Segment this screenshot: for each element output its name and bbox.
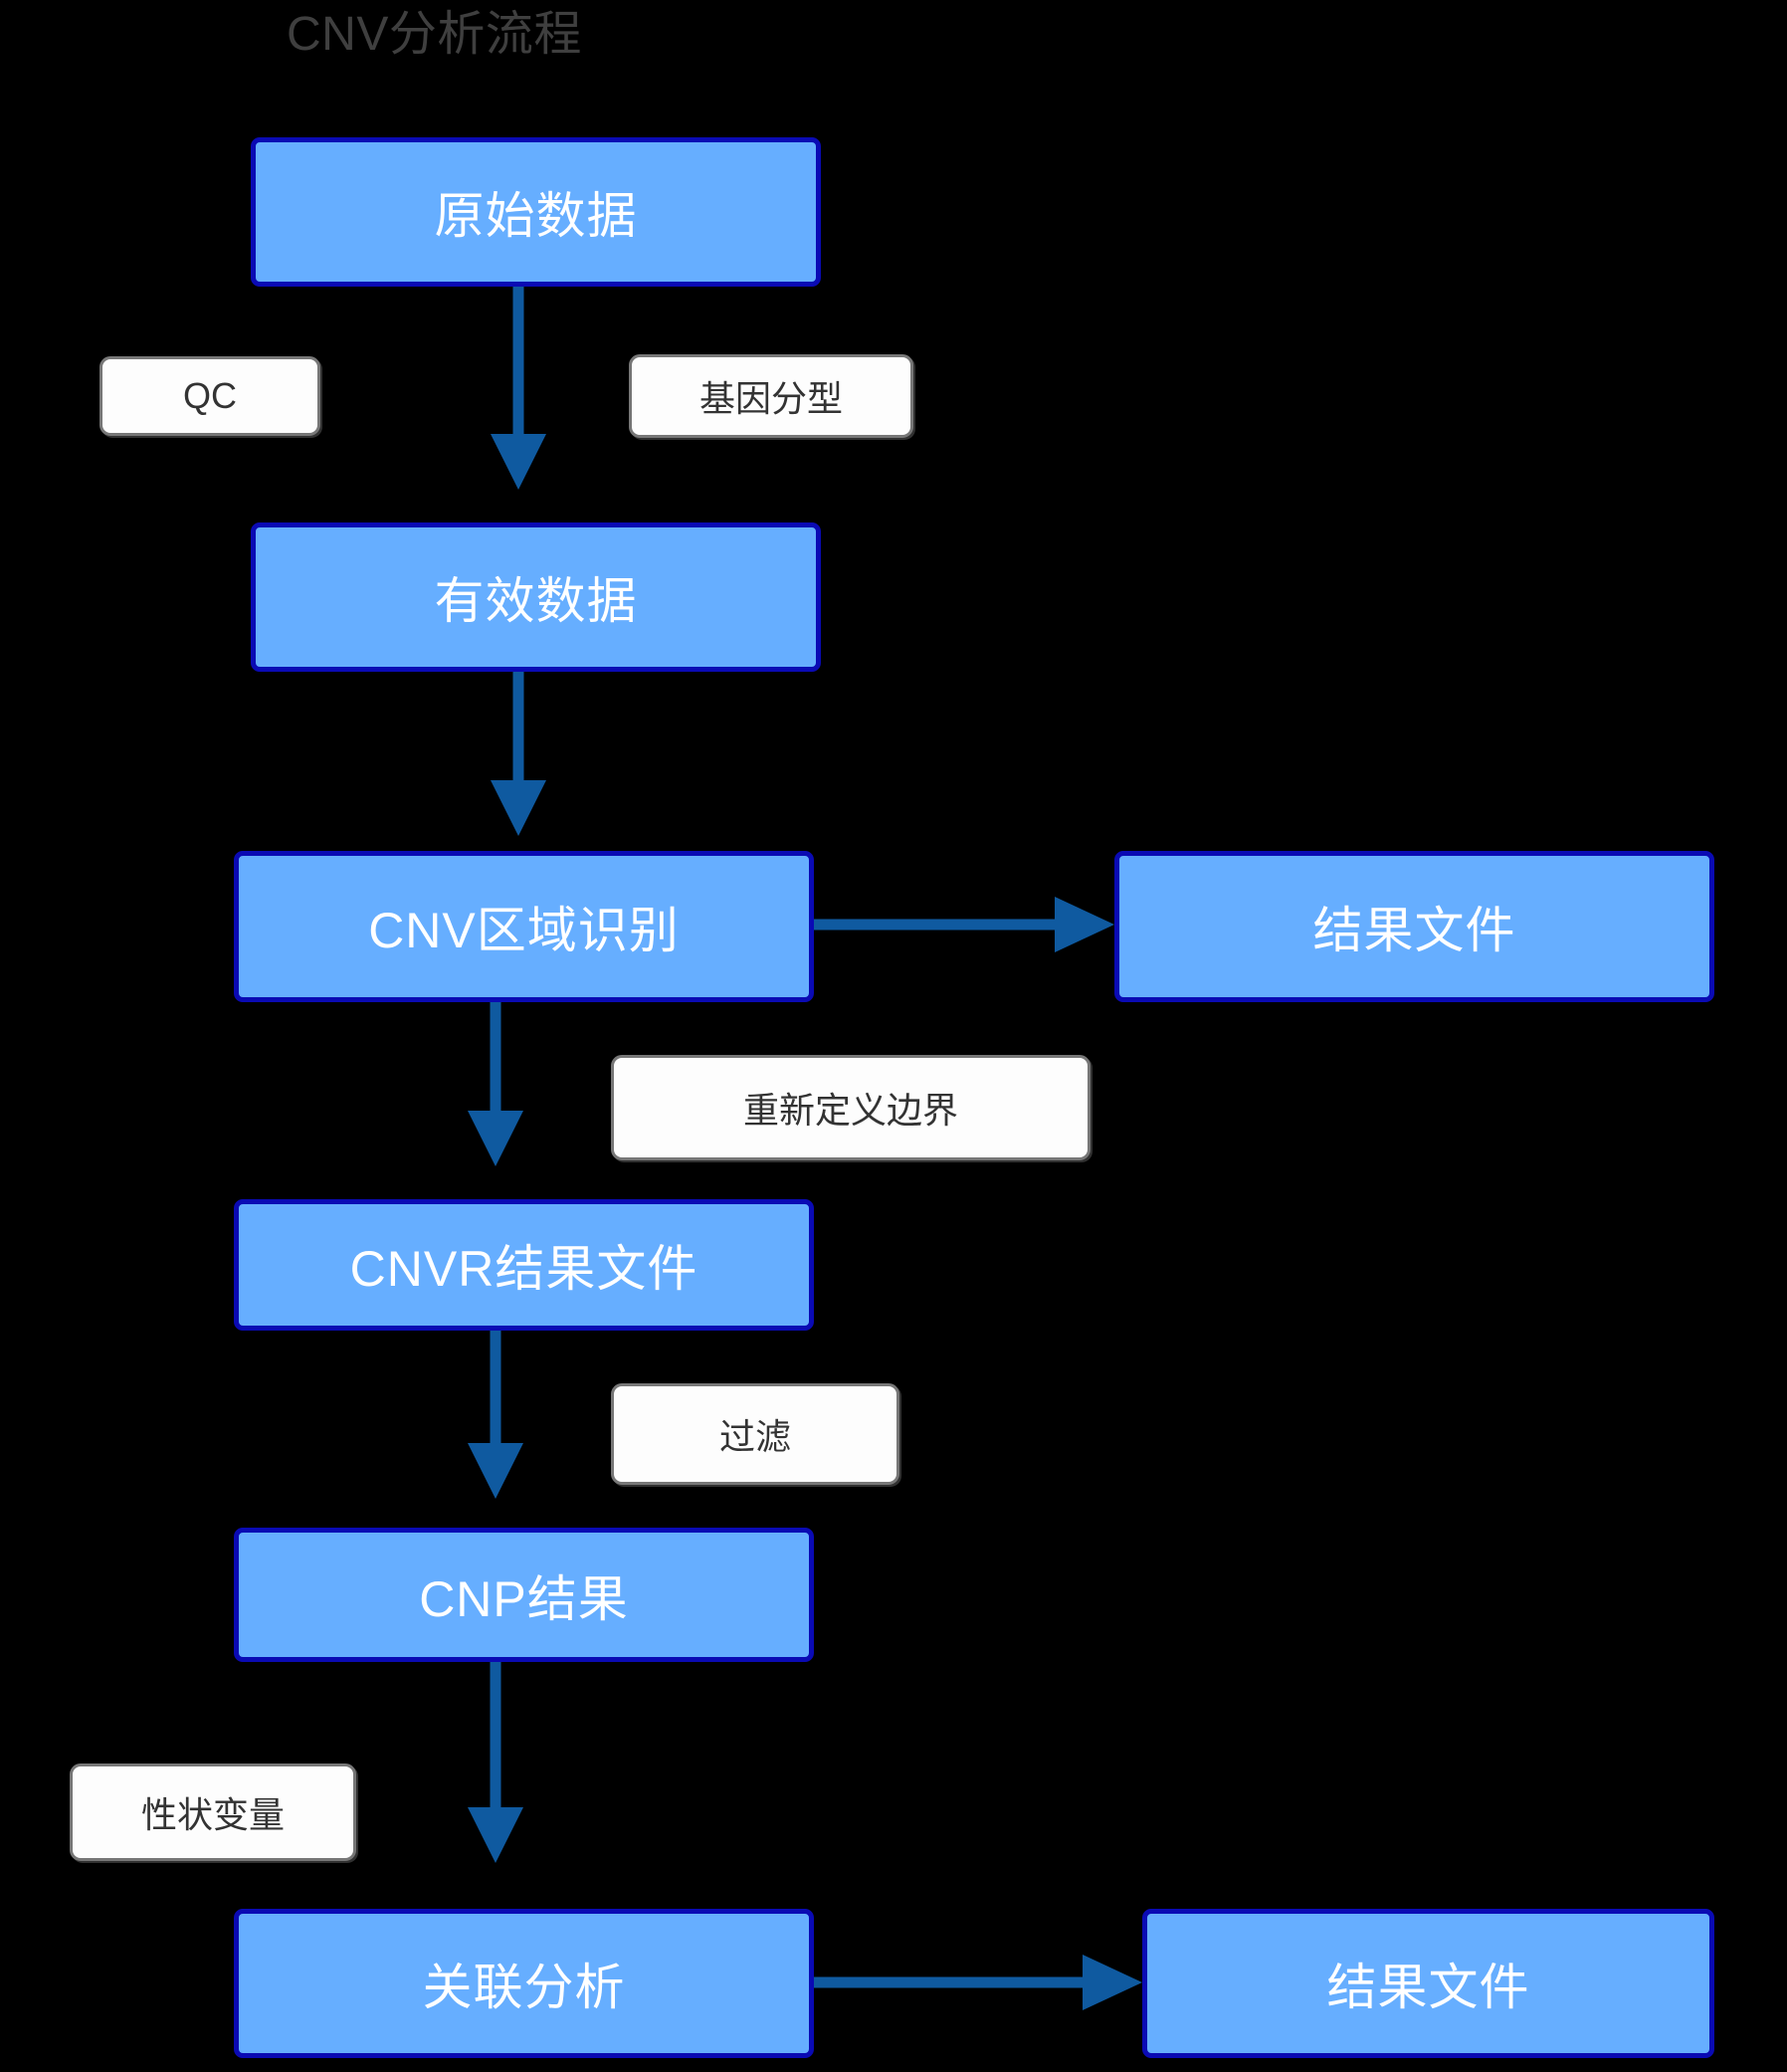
edge-label-redefine: 重新定义边界: [611, 1055, 1091, 1160]
edge-raw-to-valid: [491, 283, 546, 490]
edge-cnvr-to-cnp: [468, 1329, 523, 1499]
node-assoc-analysis[interactable]: 关联分析: [234, 1909, 814, 2058]
edge-valid-to-cnv: [491, 669, 546, 836]
edge-label-trait: 性状变量: [70, 1763, 356, 1861]
edge-assoc-to-result: [814, 1955, 1142, 2010]
node-result-file-bottom[interactable]: 结果文件: [1142, 1909, 1714, 2058]
node-result-file-top[interactable]: 结果文件: [1114, 851, 1714, 1002]
node-cnvr-file[interactable]: CNVR结果文件: [234, 1199, 814, 1331]
edge-label-filter: 过滤: [611, 1383, 899, 1485]
node-valid-data[interactable]: 有效数据: [251, 522, 821, 672]
node-cnv-region[interactable]: CNV区域识别: [234, 851, 814, 1002]
edge-label-qc: QC: [99, 356, 320, 436]
node-raw-data[interactable]: 原始数据: [251, 137, 821, 287]
edge-cnv-to-result: [814, 897, 1114, 952]
edge-label-genotyping: 基因分型: [629, 354, 913, 438]
node-cnp-result[interactable]: CNP结果: [234, 1528, 814, 1662]
page-title: CNV分析流程: [287, 8, 582, 61]
edge-cnp-to-assoc: [468, 1660, 523, 1863]
edge-cnv-to-cnvr: [468, 1000, 523, 1166]
